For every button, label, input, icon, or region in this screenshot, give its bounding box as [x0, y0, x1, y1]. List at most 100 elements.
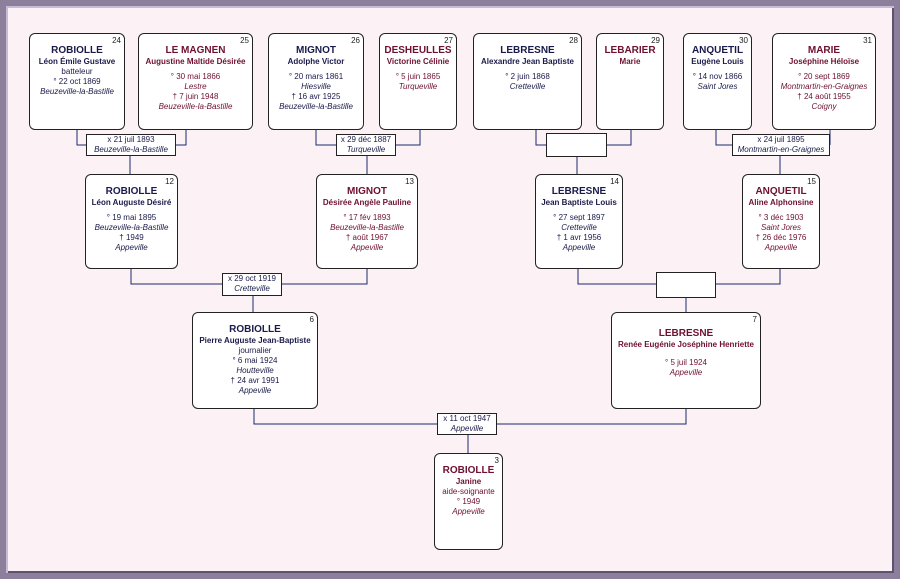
- birth-place: Beuzeville-la-Bastille: [330, 223, 404, 232]
- marriage-place: Appeville: [450, 424, 484, 433]
- person-box-29[interactable]: 29 LEBARIER Marie: [596, 33, 664, 130]
- marriage-date: x 21 juil 1893: [107, 135, 155, 144]
- person-box-6[interactable]: 6 ROBIOLLE Pierre Auguste Jean-Baptiste …: [192, 312, 318, 409]
- given-names: Jean Baptiste Louis: [541, 198, 617, 207]
- death-place: Appeville: [350, 243, 384, 252]
- marriage-box-13[interactable]: x 29 déc 1887 Turqueville: [336, 134, 396, 156]
- surname: MIGNOT: [296, 45, 336, 56]
- death-place: Appeville: [115, 243, 148, 252]
- occupation: aide-soignante: [442, 487, 495, 496]
- marriage-box-6[interactable]: x 29 oct 1919 Cretteville: [222, 273, 282, 296]
- birth-place: Lestre: [184, 82, 207, 91]
- person-box-7[interactable]: 7 LEBRESNE Renée Eugénie Joséphine Henri…: [611, 312, 761, 409]
- death-date: † 1 avr 1956: [556, 233, 602, 242]
- occupation: batteleur: [61, 67, 93, 76]
- person-box-30[interactable]: 30 ANQUETIL Eugène Louis ° 14 nov 1866 S…: [683, 33, 752, 130]
- birth-place: Beuzeville-la-Bastille: [94, 223, 169, 232]
- given-names: Marie: [619, 57, 641, 66]
- marriage-date: x 29 déc 1887: [340, 135, 392, 144]
- sosa-number: 25: [240, 36, 249, 45]
- death-place: Beuzeville-la-Bastille: [279, 102, 353, 111]
- surname: LEBARIER: [604, 45, 656, 56]
- birth-place: Appeville: [669, 368, 703, 377]
- marriage-box-7[interactable]: [656, 272, 716, 298]
- sosa-number: 26: [351, 36, 360, 45]
- given-names: Eugène Louis: [691, 57, 744, 66]
- birth-place: Turqueville: [398, 82, 438, 91]
- sosa-number: 28: [569, 36, 578, 45]
- death-date: † août 1967: [345, 233, 389, 242]
- birth-place: Hiesville: [301, 82, 331, 91]
- death-date: † 26 déc 1976: [755, 233, 807, 242]
- surname: ROBIOLLE: [229, 324, 281, 335]
- birth-date: ° 14 nov 1866: [692, 72, 743, 81]
- person-box-15[interactable]: 15 ANQUETIL Aline Alphonsine ° 3 déc 190…: [742, 174, 820, 269]
- given-names: Aline Alphonsine: [748, 198, 814, 207]
- sosa-number: 13: [405, 177, 414, 186]
- marriage-place: Cretteville: [234, 284, 270, 293]
- marriage-date: x 11 oct 1947: [443, 414, 491, 423]
- surname: LEBRESNE: [658, 328, 714, 339]
- given-names: Joséphine Héloïse: [788, 57, 860, 66]
- surname: ROBIOLLE: [442, 465, 495, 476]
- given-names: Renée Eugénie Joséphine Henriette: [617, 340, 755, 349]
- sosa-number: 31: [863, 36, 872, 45]
- marriage-place: Beuzeville-la-Bastille: [94, 145, 168, 154]
- death-place: Appeville: [562, 243, 596, 252]
- connector-15: [715, 130, 831, 174]
- person-box-14[interactable]: 14 LEBRESNE Jean Baptiste Louis ° 27 sep…: [535, 174, 623, 269]
- birth-date: ° 20 sept 1869: [798, 72, 850, 81]
- person-box-25[interactable]: 25 LE MAGNEN Augustine Maltide Désirée °…: [138, 33, 253, 130]
- person-box-12[interactable]: 12 ROBIOLLE Léon Auguste Désiré ° 19 mai…: [85, 174, 178, 269]
- birth-place: Houtteville: [236, 366, 274, 375]
- given-names: Adolphe Victor: [287, 57, 345, 66]
- birth-date: ° 20 mars 1861: [288, 72, 344, 81]
- person-box-27[interactable]: 27 DESHEULLES Victorine Célinie ° 5 juin…: [379, 33, 457, 130]
- connector-7: [577, 269, 781, 312]
- marriage-box-15[interactable]: x 24 juil 1895 Montmartin-en-Graignes: [732, 134, 830, 156]
- marriage-box-3[interactable]: x 11 oct 1947 Appeville: [437, 413, 497, 435]
- surname: ANQUETIL: [755, 186, 807, 197]
- death-place: Coigny: [811, 102, 837, 111]
- marriage-date: x 29 oct 1919: [227, 274, 277, 283]
- birth-date: ° 6 mai 1924: [232, 356, 278, 365]
- marriage-place: Turqueville: [346, 145, 386, 154]
- birth-date: ° 5 juin 1865: [395, 72, 441, 81]
- person-box-3[interactable]: 3 ROBIOLLE Janine aide-soignante ° 1949 …: [434, 453, 503, 550]
- marriage-box-14[interactable]: [546, 133, 607, 157]
- sosa-number: 15: [807, 177, 816, 186]
- birth-place: Beuzeville-la-Bastille: [40, 87, 114, 96]
- birth-place: Appeville: [452, 507, 485, 516]
- death-date: † 7 juin 1948: [172, 92, 219, 101]
- death-date: † 24 août 1955: [797, 92, 851, 101]
- given-names: Janine: [455, 477, 482, 486]
- birth-date: ° 2 juin 1868: [505, 72, 550, 81]
- birth-place: Cretteville: [509, 82, 546, 91]
- given-names: Augustine Maltide Désirée: [145, 57, 246, 66]
- birth-date: ° 27 sept 1897: [553, 213, 605, 222]
- connector-3: [253, 409, 687, 453]
- birth-date: ° 19 mai 1895: [106, 213, 157, 222]
- given-names: Désirée Angèle Pauline: [322, 198, 412, 207]
- person-box-28[interactable]: 28 LEBRESNE Alexandre Jean Baptiste ° 2 …: [473, 33, 582, 130]
- sosa-number: 6: [309, 315, 314, 324]
- sosa-number: 24: [112, 36, 121, 45]
- birth-place: Saint Jores: [760, 223, 802, 232]
- surname: MIGNOT: [347, 186, 387, 197]
- surname: DESHEULLES: [384, 45, 452, 56]
- death-date: † 16 avr 1925: [291, 92, 341, 101]
- person-box-26[interactable]: 26 MIGNOT Adolphe Victor ° 20 mars 1861 …: [268, 33, 364, 130]
- given-names: Alexandre Jean Baptiste: [481, 57, 574, 66]
- birth-date: ° 30 mai 1866: [170, 72, 221, 81]
- marriage-box-12[interactable]: x 21 juil 1893 Beuzeville-la-Bastille: [86, 134, 176, 156]
- birth-place: Cretteville: [561, 223, 597, 232]
- person-box-13[interactable]: 13 MIGNOT Désirée Angèle Pauline ° 17 fé…: [316, 174, 418, 269]
- sosa-number: 27: [444, 36, 453, 45]
- person-box-31[interactable]: 31 MARIE Joséphine Héloïse ° 20 sept 186…: [772, 33, 876, 130]
- marriage-date: x 24 juil 1895: [757, 135, 805, 144]
- birth-date: ° 3 déc 1903: [758, 213, 804, 222]
- birth-date: ° 1949: [456, 497, 481, 506]
- person-box-24[interactable]: 24 ROBIOLLE Léon Émile Gustave batteleur…: [29, 33, 125, 130]
- connector-14: [535, 130, 632, 174]
